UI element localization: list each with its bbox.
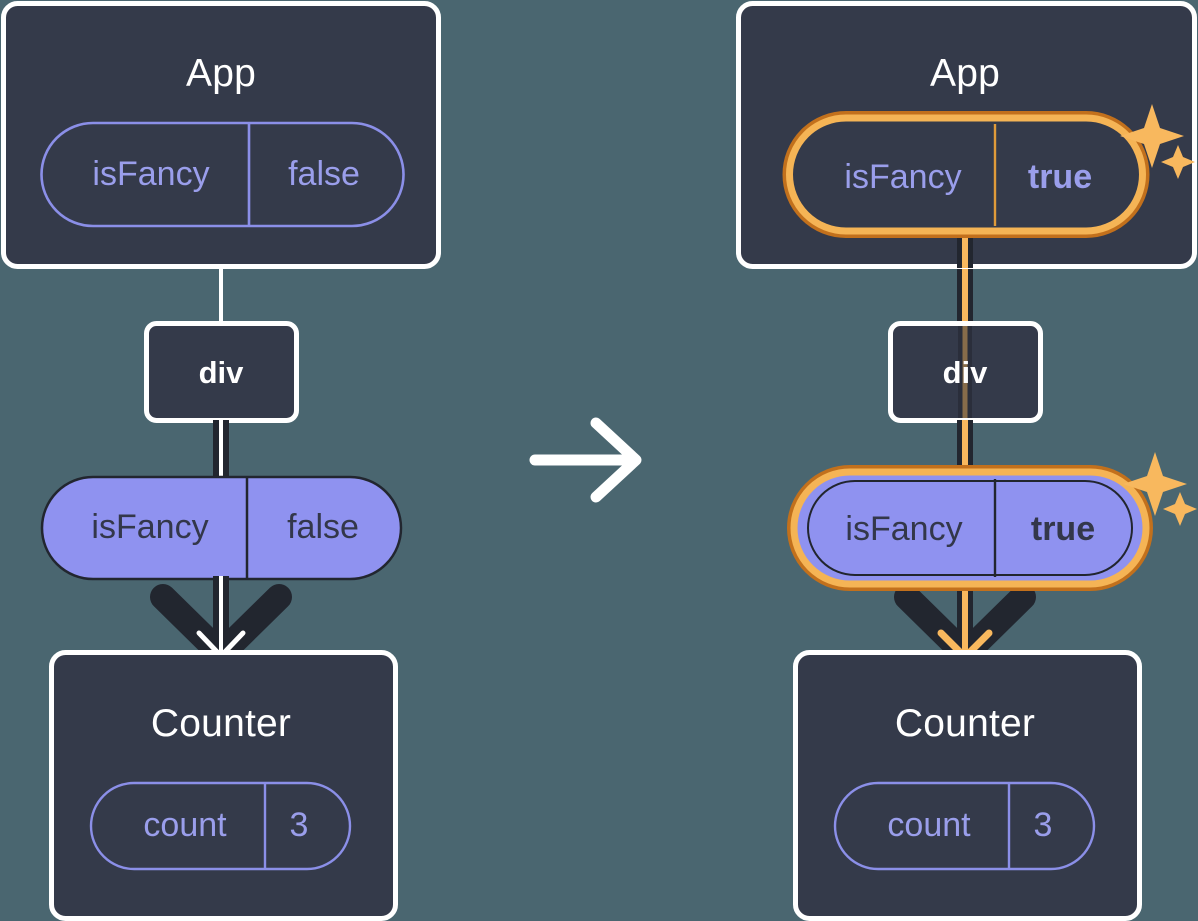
- sparkle-icon-app: [1120, 104, 1195, 179]
- transition-right-arrow-icon: [529, 417, 642, 503]
- div-node-box-left: [144, 321, 299, 423]
- counter-node-box-right: [793, 650, 1142, 921]
- counter-node-box-left: [49, 650, 398, 921]
- prop-pill-left: [40, 475, 403, 581]
- app-prop-pill-highlight-inner-right: [786, 114, 1146, 235]
- counter-state-pill-left: [89, 781, 352, 871]
- app-node-box-left: [1, 1, 441, 269]
- counter-state-pill-right: [833, 781, 1096, 871]
- app-prop-pill-left: [40, 121, 405, 228]
- after-diagram: [736, 1, 1197, 921]
- prop-pill-right: [807, 480, 1133, 576]
- sparkle-icon-prop: [1123, 452, 1197, 526]
- before-diagram: [1, 1, 441, 921]
